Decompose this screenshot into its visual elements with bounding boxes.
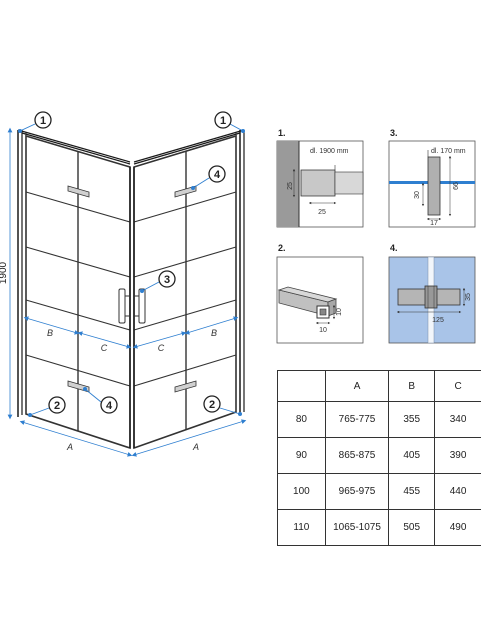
width-dimension-a	[19, 419, 247, 457]
table-header-cell: B	[388, 370, 436, 402]
svg-text:4: 4	[106, 400, 113, 412]
svg-text:35: 35	[465, 293, 472, 301]
dim-b-right: B	[211, 328, 217, 338]
dim-a-left: A	[66, 442, 73, 452]
svg-text:30: 30	[414, 191, 421, 199]
table-header-cell: C	[434, 370, 481, 402]
svg-text:1: 1	[220, 115, 226, 127]
svg-text:2: 2	[54, 400, 60, 412]
table-cell: 390	[434, 437, 481, 474]
table-cell: 355	[388, 401, 436, 438]
dim-c-left: C	[101, 343, 108, 353]
svg-text:10: 10	[319, 327, 327, 334]
table-cell: 100	[277, 473, 326, 510]
svg-text:25: 25	[287, 182, 294, 190]
glass-handles	[67, 185, 197, 393]
svg-text:125: 125	[432, 317, 444, 324]
table-header-cell: A	[324, 370, 390, 402]
table-row: 100 965-975 455 440	[277, 473, 481, 510]
callout-3: 3	[140, 270, 176, 293]
svg-text:4: 4	[214, 169, 221, 181]
detail-3-handle-profile: 3. dl. 170 mm 66 30 17	[388, 128, 476, 228]
svg-text:2.: 2.	[278, 243, 286, 253]
table-row: 110 1065-1075 505 490	[277, 509, 481, 546]
enclosure-drawing: 1900 A A B C C B 1 1	[0, 111, 247, 457]
table-cell: 865-875	[324, 437, 390, 474]
height-label: 1900	[0, 261, 9, 284]
table-cell: 965-975	[324, 473, 390, 510]
table-cell: 340	[434, 401, 481, 438]
svg-text:dl. 170 mm: dl. 170 mm	[431, 148, 466, 155]
svg-text:17: 17	[430, 220, 438, 227]
table-header-cell	[277, 370, 326, 402]
right-wall-profile	[235, 130, 245, 414]
svg-text:1: 1	[40, 115, 46, 127]
svg-text:3: 3	[164, 274, 170, 286]
callout-4-bottom: 4	[83, 387, 118, 414]
table-row: 90 865-875 405 390	[277, 437, 481, 474]
table-cell: 505	[388, 509, 436, 546]
table-cell: 90	[277, 437, 326, 474]
width-dimensions-b-c	[23, 316, 239, 349]
corner-profile	[129, 167, 135, 448]
svg-text:3.: 3.	[390, 128, 398, 138]
dim-b-left: B	[47, 328, 53, 338]
dim-c-right: C	[158, 343, 165, 353]
detail-4-towel-bar: 4. 125 35	[388, 243, 476, 344]
svg-text:dl. 1900 mm: dl. 1900 mm	[310, 148, 349, 155]
door-handle	[118, 288, 146, 324]
callout-1-right: 1	[214, 111, 245, 133]
top-rail	[17, 129, 245, 165]
table-row: 80 765-775 355 340	[277, 401, 481, 438]
svg-text:10: 10	[336, 308, 343, 316]
left-wall-profile	[17, 130, 27, 417]
right-glass-wall	[133, 134, 237, 450]
svg-text:25: 25	[318, 209, 326, 216]
callout-2-left: 2	[28, 396, 66, 417]
table-cell: 440	[434, 473, 481, 510]
height-dimension: 1900	[0, 127, 13, 420]
table-cell: 765-775	[324, 401, 390, 438]
table-cell: 405	[388, 437, 436, 474]
dim-a-right: A	[192, 442, 199, 452]
callout-4-top: 4	[191, 165, 226, 190]
table-header-row: A B C	[277, 370, 481, 402]
callout-1-left: 1	[18, 111, 52, 133]
detail-1-wall-profile: 1. dl. 1900 mm 25 25	[276, 128, 364, 228]
callout-2-right: 2	[203, 395, 242, 416]
svg-text:66: 66	[453, 182, 460, 190]
detail-2-tube-profile: 2. 10 10	[276, 243, 364, 344]
svg-text:1.: 1.	[278, 128, 286, 138]
table-cell: 80	[277, 401, 326, 438]
svg-text:4.: 4.	[390, 243, 398, 253]
svg-text:2: 2	[209, 399, 215, 411]
size-table: A B C 80 765-775 355 340 90 865-875 405 …	[277, 370, 481, 546]
table-cell: 110	[277, 509, 326, 546]
table-cell: 490	[434, 509, 481, 546]
table-cell: 455	[388, 473, 436, 510]
table-cell: 1065-1075	[324, 509, 390, 546]
